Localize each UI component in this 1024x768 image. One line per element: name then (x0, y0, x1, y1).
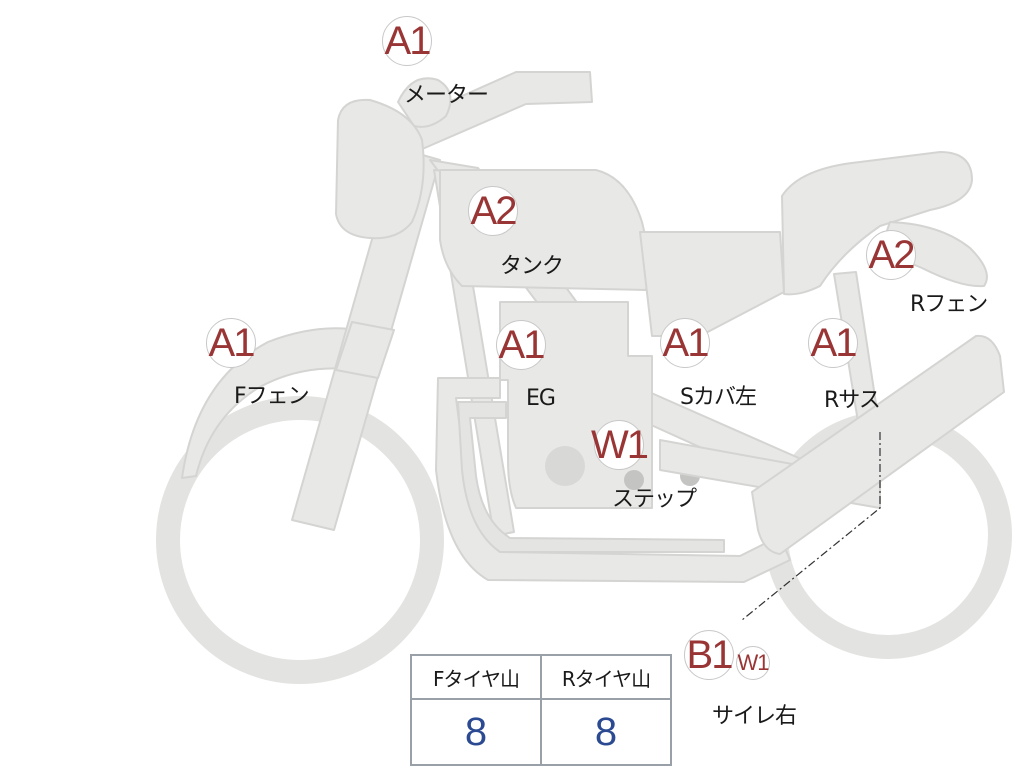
front-tire-value: 8 (410, 698, 542, 766)
rear-tire-header: Rタイヤ山 (540, 654, 672, 700)
part-label-side-cover-left: Sカバ左 (680, 385, 757, 410)
grade-badge-muffler-right-secondary: W1 (736, 646, 770, 680)
front-tire-header: Fタイヤ山 (410, 654, 542, 700)
grade-badge-tank: A2 (468, 186, 518, 236)
grade-badge-step: W1 (591, 420, 649, 470)
front-wheel (156, 396, 444, 684)
grade-badge-side-cover-left: A1 (660, 318, 710, 368)
part-label-meter: メーター (404, 83, 489, 108)
part-label-muffler-right: サイレ右 (712, 704, 797, 729)
grade-badge-rear-suspension: A1 (808, 318, 858, 368)
leader-line (741, 432, 881, 621)
grade-badge-engine: A1 (496, 320, 546, 370)
grade-badge-muffler-right: B1 (684, 630, 734, 680)
part-label-engine: EG (526, 386, 556, 411)
part-label-tank: タンク (500, 254, 564, 279)
muffler (751, 334, 1005, 555)
part-label-rear-suspension: Rサス (824, 388, 881, 413)
part-label-front-fender: Fフェン (234, 384, 310, 409)
part-label-rear-fender: Rフェン (910, 292, 988, 317)
tire-tread-table: Fタイヤ山 Rタイヤ山 8 8 (410, 654, 672, 766)
grade-badge-rear-fender: A2 (866, 230, 916, 280)
headlight (335, 98, 425, 240)
rear-tire-value: 8 (540, 698, 672, 766)
grade-badge-meter: A1 (382, 16, 432, 66)
seat (781, 151, 973, 296)
meter-shape (397, 77, 452, 128)
grade-badge-front-fender: A1 (206, 318, 256, 368)
part-label-step: ステップ (612, 487, 697, 512)
side-panel (639, 231, 785, 337)
